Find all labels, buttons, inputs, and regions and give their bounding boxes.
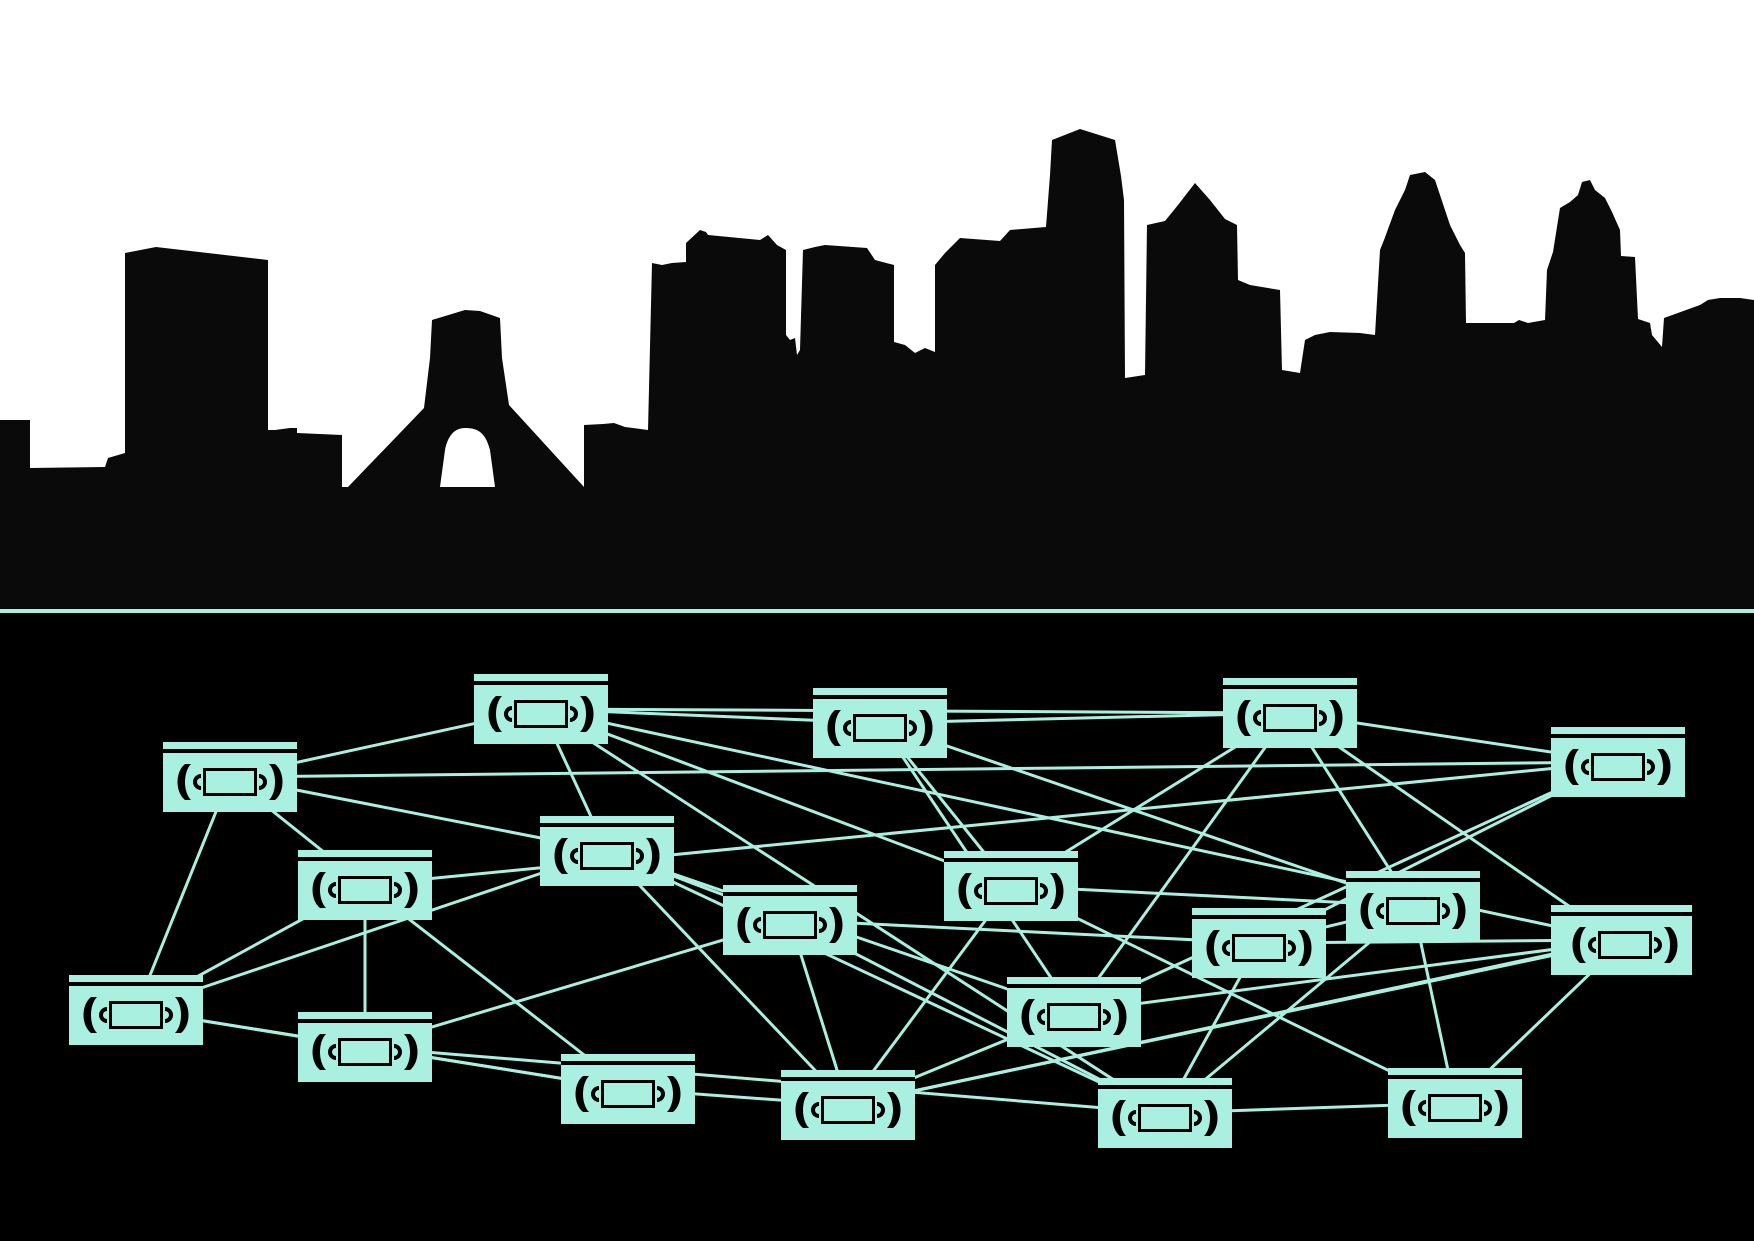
city-skyline-silhouette <box>0 129 1754 610</box>
network-edge <box>229 760 1619 779</box>
vhs-cassette-icon <box>813 688 947 758</box>
vhs-cassette-icon <box>1007 977 1141 1047</box>
vhs-cassette-icon <box>1558 905 1692 975</box>
vhs-cassette-icon <box>540 816 674 886</box>
network-edge <box>134 776 232 1011</box>
network-nodes <box>69 674 1692 1148</box>
network-edge <box>605 849 850 1107</box>
vhs-cassette-icon <box>298 1012 432 1082</box>
divider-line <box>0 609 1754 613</box>
network-edge <box>879 721 1414 908</box>
vhs-cassette-icon <box>474 674 608 744</box>
network-edge <box>1289 711 1619 942</box>
vhs-cassette-icon <box>69 975 203 1045</box>
network-edge <box>1010 884 1456 1105</box>
network-edge <box>1072 712 1292 1013</box>
network-edge <box>135 849 608 1012</box>
vhs-cassette-icon <box>944 851 1078 921</box>
network-edge <box>606 849 1166 1115</box>
vhs-cassette-icon <box>723 885 857 955</box>
network-edge <box>364 918 791 1049</box>
network-edge <box>879 711 1291 725</box>
vhs-cassette-icon <box>1346 871 1480 941</box>
network-edge <box>540 707 1012 888</box>
vhs-cassette-icon <box>1192 908 1326 978</box>
vhs-cassette-icon <box>1388 1068 1522 1138</box>
vhs-cassette-icon <box>781 1070 915 1140</box>
network-edge <box>1073 938 1626 1014</box>
vhs-cassette-icon <box>298 850 432 920</box>
network-edge <box>364 1045 1166 1115</box>
network-edge <box>789 918 1260 945</box>
vhs-cassette-icon <box>1098 1078 1232 1148</box>
vhs-cassette-icon <box>163 742 297 812</box>
network-edge <box>846 885 1013 1106</box>
vhs-cassette-icon <box>1551 727 1685 797</box>
vhs-cassette-icon <box>1223 678 1357 748</box>
vhs-cassette-icon <box>561 1054 695 1124</box>
network-edge <box>847 938 1626 1107</box>
